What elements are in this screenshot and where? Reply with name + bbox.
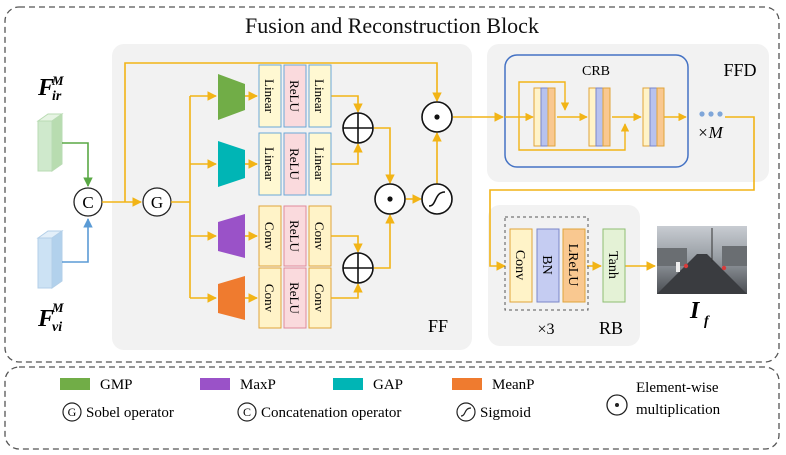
branch-4-layer-2: ReLU bbox=[287, 282, 302, 314]
legend-gmp-label: GMP bbox=[100, 377, 133, 393]
legend-gmp-swatch bbox=[60, 378, 90, 390]
branch-2-layer-3: Linear bbox=[312, 147, 327, 182]
branch-2-layers: Linear ReLU Linear bbox=[258, 132, 332, 196]
ffd-panel bbox=[487, 44, 769, 182]
branch-1-layers: Linear ReLU Linear bbox=[258, 64, 332, 128]
ir-feature-block bbox=[36, 113, 64, 172]
add-node-bottom-icon bbox=[342, 252, 374, 284]
multiply-node-top-icon bbox=[421, 101, 453, 133]
vi-feature-block bbox=[36, 230, 64, 289]
svg-text:G: G bbox=[151, 193, 163, 212]
rb-conv-layer bbox=[509, 228, 533, 303]
legend-sobel-label: Sobel operator bbox=[86, 405, 174, 421]
rb-repeat-label: ×3 bbox=[537, 321, 554, 338]
rb-bn-text: BN bbox=[539, 255, 554, 274]
svg-text:G: G bbox=[68, 405, 77, 419]
crb-mini-block-1 bbox=[533, 87, 556, 147]
branch-3-layers: Conv ReLU Conv bbox=[258, 205, 332, 267]
svg-text:C: C bbox=[82, 193, 93, 212]
legend-meanp-swatch bbox=[452, 378, 482, 390]
legend-concat-icon: C bbox=[237, 402, 257, 422]
sobel-operator-node: G bbox=[142, 187, 172, 217]
branch-1-layer-3: Linear bbox=[312, 79, 327, 114]
legend-maxp-label: MaxP bbox=[240, 377, 276, 393]
legend-multiply-label-line1: Element-wise bbox=[636, 380, 719, 396]
branch-4-layer-1: Conv bbox=[262, 284, 277, 313]
maxp-pooling-shape bbox=[218, 214, 245, 258]
rb-bn-layer bbox=[536, 228, 560, 303]
branch-4-layers: Conv ReLU Conv bbox=[258, 267, 332, 329]
main-block-frame bbox=[4, 6, 780, 363]
tanh-layer bbox=[602, 228, 626, 303]
fused-output-image bbox=[657, 226, 747, 294]
branch-1-layer-2: ReLU bbox=[287, 80, 302, 112]
meanp-pooling-shape bbox=[218, 276, 245, 320]
ff-panel bbox=[112, 44, 472, 350]
block-title: Fusion and Reconstruction Block bbox=[245, 13, 539, 38]
ellipsis-dots-icon bbox=[699, 111, 723, 117]
legend-gap-label: GAP bbox=[373, 377, 403, 393]
multiply-node-middle-icon bbox=[374, 183, 406, 215]
legend-sigmoid-icon bbox=[456, 402, 476, 422]
rb-conv-text: Conv bbox=[512, 250, 527, 280]
ir-to-concat-arrow bbox=[62, 142, 93, 187]
vi-to-concat-arrow bbox=[62, 218, 93, 263]
svg-text:C: C bbox=[243, 405, 251, 419]
crb-mini-block-2 bbox=[588, 87, 611, 147]
concat-operator-node: C bbox=[73, 187, 103, 217]
branch-3-layer-1: Conv bbox=[262, 222, 277, 251]
crb-label: CRB bbox=[582, 64, 610, 79]
legend-frame bbox=[4, 366, 780, 450]
rb-label: RB bbox=[599, 318, 623, 338]
ffd-label: FFD bbox=[723, 60, 756, 80]
branch-3-layer-2: ReLU bbox=[287, 220, 302, 252]
ffd-repeat-label: ×M bbox=[697, 123, 723, 142]
legend-sobel-icon: G bbox=[62, 402, 82, 422]
crb-frame bbox=[504, 54, 689, 168]
legend-meanp-label: MeanP bbox=[492, 377, 535, 393]
legend-maxp-swatch bbox=[200, 378, 230, 390]
branch-3-layer-3: Conv bbox=[312, 222, 327, 251]
branch-1-layer-1: Linear bbox=[262, 79, 277, 114]
branch-4-layer-3: Conv bbox=[312, 284, 327, 313]
legend-sigmoid-label: Sigmoid bbox=[480, 405, 531, 421]
branch-2-layer-1: Linear bbox=[262, 147, 277, 182]
legend-multiply-icon bbox=[606, 394, 628, 416]
rb-lrelu-layer bbox=[562, 228, 586, 303]
ff-label: FF bbox=[428, 316, 448, 336]
rb-dashed-group bbox=[504, 216, 589, 311]
rb-lrelu-text: LReLU bbox=[565, 244, 580, 287]
legend-concat-label: Concatenation operator bbox=[261, 405, 401, 421]
gap-pooling-shape bbox=[218, 141, 245, 187]
legend-gap-swatch bbox=[333, 378, 363, 390]
sigmoid-node-icon bbox=[421, 183, 453, 215]
add-node-top-icon bbox=[342, 112, 374, 144]
gmp-pooling-shape bbox=[218, 74, 245, 120]
crb-inner-arrows bbox=[505, 81, 687, 151]
branch-2-layer-2: ReLU bbox=[287, 148, 302, 180]
ff-arrows bbox=[102, 62, 755, 303]
tanh-text: Tanh bbox=[605, 251, 620, 279]
legend-multiply-label-line2: multiplication bbox=[636, 402, 721, 418]
crb-mini-block-3 bbox=[642, 87, 665, 147]
